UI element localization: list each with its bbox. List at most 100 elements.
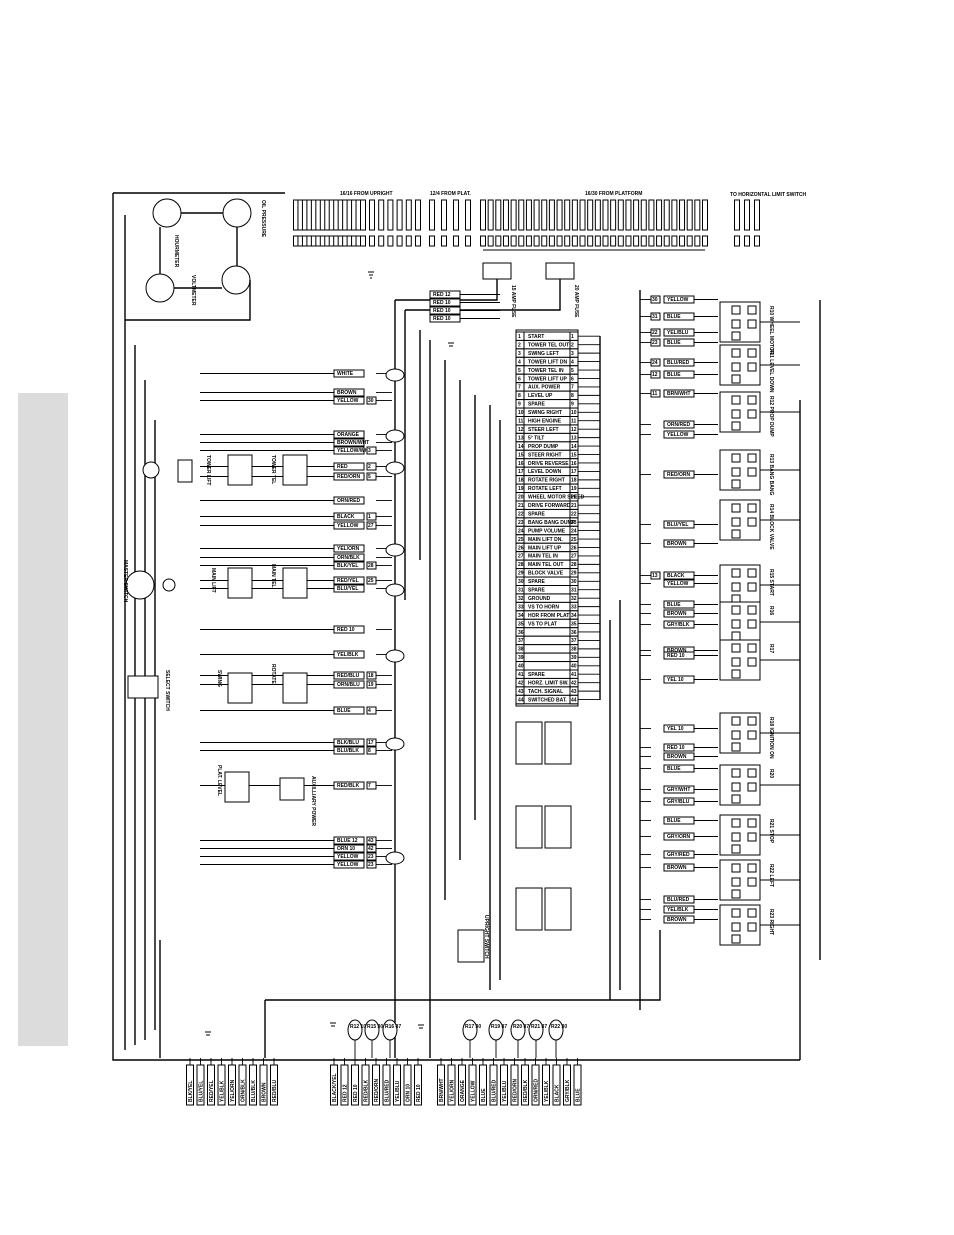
main-lift-switch-icon	[227, 567, 253, 599]
tower-lift-switch-icon	[227, 454, 253, 486]
wire-label: YELLOW	[337, 398, 359, 404]
connector-pin-icon	[754, 199, 760, 231]
wire-label: BLUE	[667, 602, 681, 608]
terminal-number: 3	[518, 351, 521, 357]
wire-label: WHITE	[337, 371, 354, 377]
terminal-number: 6	[571, 376, 574, 382]
hourmeter-gauge-icon	[152, 198, 182, 228]
connector-pin-icon	[429, 199, 435, 231]
wire-label: YELLOW	[337, 862, 359, 868]
wire-label: GRY/RED	[667, 852, 690, 858]
terminal-number: 33	[518, 604, 524, 610]
terminal-label: DRIVE FORWARD	[528, 503, 571, 509]
terminal-label: HIGH ENGINE	[528, 419, 562, 425]
wire-label: GRY/BLU	[667, 799, 690, 805]
relay-callout-label: R17 30	[465, 1024, 481, 1030]
connector-socket-icon	[396, 235, 403, 247]
upright-switch-label: UPRIGHT SWITCH	[483, 915, 489, 959]
connector-pin-icon	[579, 199, 586, 231]
connector-pin-icon	[648, 199, 655, 231]
relay-label: R18 IGNITION ON	[768, 717, 774, 759]
terminal-number: 17	[518, 469, 524, 475]
connector-callout-icon	[385, 543, 405, 557]
terminal-number: 21	[518, 503, 524, 509]
wire-number: 4	[368, 708, 371, 714]
wire-number: 17	[368, 740, 374, 746]
wire-number: 3	[368, 448, 371, 454]
connector-pin-icon	[487, 199, 494, 231]
top-connector-blocks	[293, 199, 760, 251]
connector-socket-icon	[525, 235, 532, 247]
fuse-20-label: 20 AMP FUSE	[573, 285, 579, 318]
terminal-number: 16	[518, 461, 524, 467]
wire-number: 11	[652, 391, 658, 397]
relay-label: R22 LEFT	[768, 864, 774, 887]
terminal-number: 11	[518, 419, 524, 425]
terminal-label: SWING LEFT	[528, 351, 559, 357]
header-horizontal: TO HORIZONTAL LIMIT SWITCH	[730, 192, 806, 198]
connector-socket-icon	[579, 235, 586, 247]
indicator-icon	[142, 461, 160, 479]
terminal-number: 13	[571, 435, 577, 441]
connector-pin-icon	[571, 199, 578, 231]
terminal-number: 39	[518, 655, 524, 661]
connector-socket-icon	[594, 235, 601, 247]
terminal-number: 44	[571, 697, 577, 703]
terminal-number: 5	[518, 368, 521, 374]
bottom-wire-label: BROWN	[262, 1082, 268, 1102]
terminal-number: 13	[518, 435, 524, 441]
connector-socket-icon	[533, 235, 540, 247]
connector-socket-icon	[610, 235, 617, 247]
wire-number: 23	[368, 854, 374, 860]
connector-socket-icon	[405, 235, 412, 247]
connector-callout-icon	[385, 583, 405, 597]
terminal-number: 37	[518, 638, 524, 644]
red-wire-label: RED 12	[433, 292, 451, 298]
wire-label: BLU/BLK	[337, 748, 359, 754]
connector-socket-icon	[602, 235, 609, 247]
wire-number: 31	[652, 314, 658, 320]
wire-label: ORN/RED	[337, 498, 360, 504]
connector-pin-icon	[686, 199, 693, 231]
relay-callout-icon	[548, 1019, 564, 1041]
wire-label: ORANGE	[337, 432, 360, 438]
header-platform: 16/30 FROM PLATFORM	[585, 191, 642, 197]
terminal-number: 38	[571, 647, 577, 653]
plat-level-label: PLAT. LEVEL	[216, 765, 222, 796]
connector-pin-icon	[518, 199, 525, 231]
terminal-number: 43	[518, 689, 524, 695]
wire-label: GRY/ORN	[667, 834, 691, 840]
bottom-wire-label: RED/YEL	[209, 1080, 215, 1102]
frame-wires	[112, 192, 821, 1061]
wire-number: 43	[368, 838, 374, 844]
connector-pin-icon	[602, 199, 609, 231]
connector-callout-icon	[385, 368, 405, 382]
relay-callout-label: R16 87	[385, 1024, 401, 1030]
wire-number: 23	[652, 340, 658, 346]
oil-pressure-gauge-icon	[222, 198, 252, 228]
tower-lift-label: TOWER LIFT	[205, 455, 211, 485]
relay-callout-icon	[347, 1019, 363, 1041]
terminal-label: MAIN TEL IN	[528, 554, 558, 560]
connector-socket-icon	[564, 235, 571, 247]
switch-components: TOWER LIFT TOWER TEL MAIN LIFT MAIN TEL …	[122, 454, 489, 959]
terminal-number: 32	[571, 596, 577, 602]
wire-label: BLACK	[337, 514, 355, 520]
wire-label: YELLOW	[667, 432, 689, 438]
connector-pin-icon	[369, 199, 375, 231]
connector-socket-icon	[480, 235, 486, 247]
terminal-number: 19	[571, 486, 577, 492]
terminal-number: 36	[518, 630, 524, 636]
wire-label: RED 10	[667, 653, 685, 659]
terminal-number: 2	[571, 342, 574, 348]
terminal-number: 5	[571, 368, 574, 374]
wire-label: YEL/BLK	[667, 907, 689, 913]
relay-callout-label: R19 87	[491, 1024, 507, 1030]
wire-number: 30	[368, 398, 374, 404]
wire-label: RED/BLK	[337, 783, 360, 789]
terminal-number: 28	[571, 562, 577, 568]
connector-socket-icon	[744, 235, 750, 247]
terminal-label: SPARE	[528, 579, 546, 585]
